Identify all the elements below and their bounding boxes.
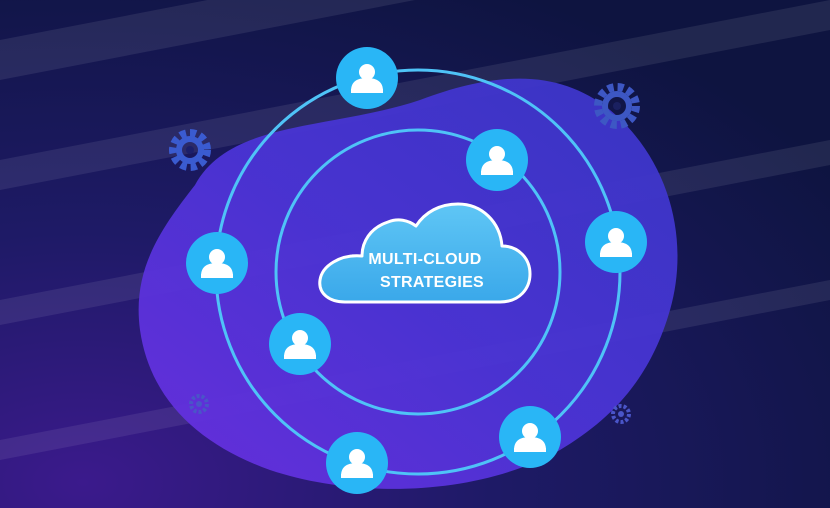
- user-icon: [269, 313, 331, 375]
- gear-icon: [169, 129, 211, 171]
- user-icon: [186, 232, 248, 294]
- inner-ring: [274, 128, 562, 416]
- user-icon: [585, 211, 647, 273]
- user-icon: [499, 406, 561, 468]
- gear-icon: [594, 83, 640, 129]
- cloud-title-line2: STRATEGIES: [380, 274, 484, 291]
- gear-icon: [189, 394, 209, 414]
- user-nodes: [186, 47, 647, 494]
- gear-icon: [611, 404, 631, 424]
- user-icon: [466, 129, 528, 191]
- cloud-shape: [318, 202, 532, 304]
- user-icon: [336, 47, 398, 109]
- user-icon: [326, 432, 388, 494]
- cloud-title-line1: MULTI-CLOUD: [368, 251, 481, 268]
